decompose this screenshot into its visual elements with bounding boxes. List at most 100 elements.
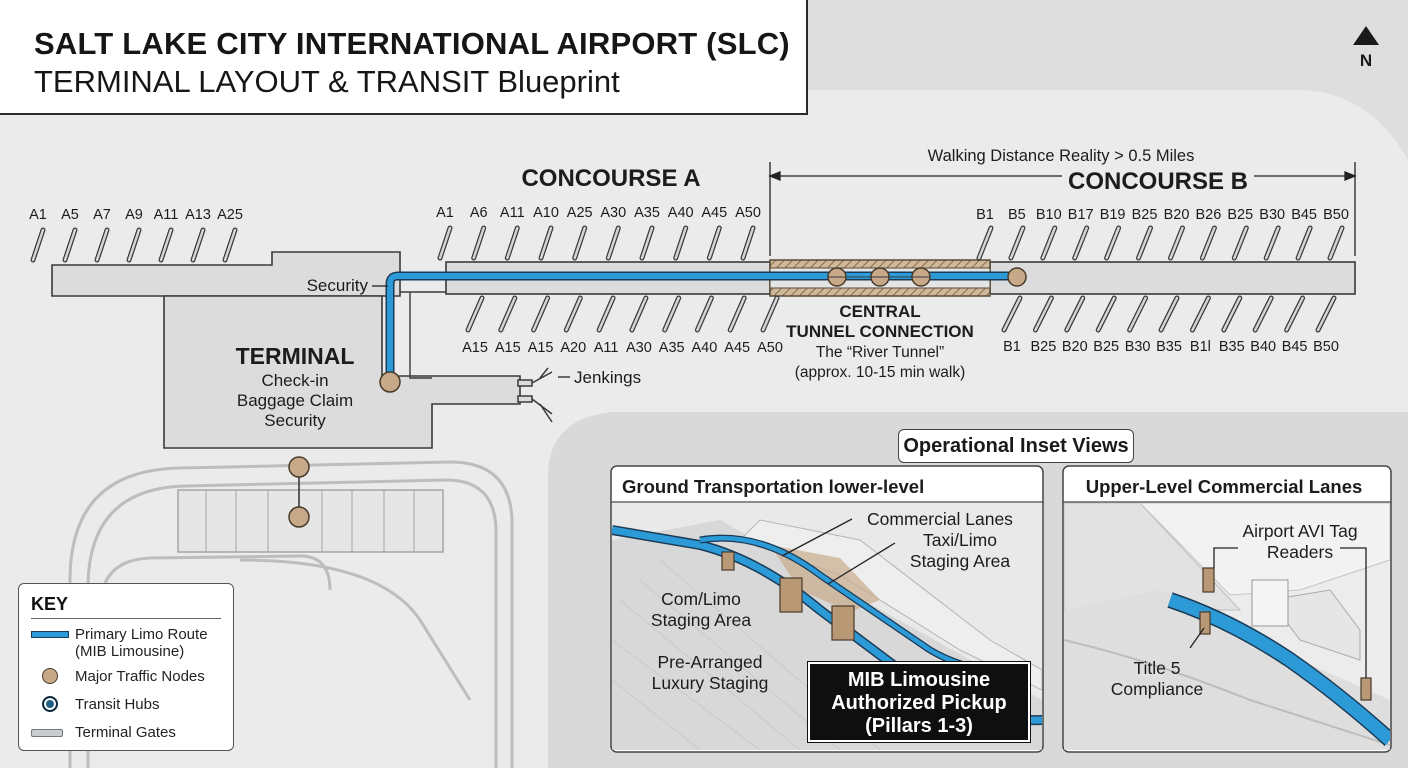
gate-b-south-jet-bridge-fill xyxy=(1128,296,1147,332)
gate-a-south-jet-bridge-fill xyxy=(663,296,680,332)
gate-b-south-label: B25 xyxy=(1030,339,1056,355)
gate-b-north-jet-bridge-fill xyxy=(977,226,993,260)
inset-ground-title: Ground Transportation lower-level xyxy=(622,476,924,497)
gate-b-south-label: B35 xyxy=(1219,339,1245,355)
terminal-node xyxy=(379,371,401,393)
gate-b-south-jet-bridge-fill xyxy=(1253,296,1273,332)
pickup-line-1: MIB Limousine xyxy=(847,669,991,691)
gate-b-north-jet-bridge-fill xyxy=(1073,226,1088,260)
gate-a-south-label: A35 xyxy=(659,340,685,356)
gate-west-label: A13 xyxy=(185,207,211,223)
gate-b-south-label: B30 xyxy=(1125,339,1151,355)
gate-a-north-label: A10 xyxy=(533,205,559,221)
gate-a-north-jet-bridge-fill xyxy=(640,226,654,260)
gate-b-south-label: B50 xyxy=(1313,339,1339,355)
gate-a-south-label: A15 xyxy=(462,340,488,356)
gate-b-south-jet-bridge-fill xyxy=(1034,296,1053,332)
gate-a-south-jet-bridge-fill xyxy=(728,296,746,332)
com-limo-label-2: Staging Area xyxy=(651,610,751,630)
title-block: SALT LAKE CITY INTERNATIONAL AIRPORT (SL… xyxy=(0,0,808,115)
pickup-line-2: Authorized Pickup xyxy=(831,692,1007,714)
gate-a-south-label: A20 xyxy=(560,340,586,356)
gate-b-south-jet-bridge-fill xyxy=(1002,296,1022,332)
tunnel-note: (approx. 10-15 min walk) xyxy=(795,364,966,381)
gate-west-jet-bridge-fill xyxy=(127,228,141,262)
traffic-node-icon xyxy=(42,668,58,684)
limo-route-swatch-icon xyxy=(31,631,69,638)
inset-views-header: Operational Inset Views xyxy=(898,429,1134,463)
gate-a-south-jet-bridge-fill xyxy=(466,296,484,332)
taxi-staging-label-2: Staging Area xyxy=(910,551,1010,571)
gate-a-south-jet-bridge-fill xyxy=(761,296,779,332)
north-compass: N xyxy=(1348,26,1384,76)
gate-b-south-label: B45 xyxy=(1282,339,1308,355)
walking-distance-label: Walking Distance Reality > 0.5 Miles xyxy=(928,147,1195,165)
gate-west-label: A7 xyxy=(93,207,111,223)
concourse-b-node xyxy=(1007,267,1027,287)
key-item-label: Transit Hubs xyxy=(75,696,160,713)
commercial-lanes-label: Commercial Lanes xyxy=(867,509,1013,529)
gate-b-north-label: B25 xyxy=(1132,207,1158,223)
tunnel-title-1: CENTRAL xyxy=(839,302,920,321)
gate-a-north-jet-bridge-fill xyxy=(674,226,687,260)
key-item-label: Primary Limo Route xyxy=(75,626,208,643)
jenkings-gates xyxy=(517,367,553,423)
gate-b-north-label: B50 xyxy=(1323,207,1349,223)
gate-b-north-label: B5 xyxy=(1008,207,1026,223)
gate-b-south-jet-bridge-fill xyxy=(1096,296,1116,332)
gate-b-south-label: B1 xyxy=(1003,339,1021,355)
gate-b-south-jet-bridge-fill xyxy=(1191,296,1210,332)
gate-west-label: A9 xyxy=(125,207,143,223)
parking-structure xyxy=(177,489,444,553)
background-shade-top xyxy=(808,0,1408,160)
gate-a-north-label: A1 xyxy=(436,205,454,221)
page-title: SALT LAKE CITY INTERNATIONAL AIRPORT (SL… xyxy=(34,26,790,61)
gate-b-south-jet-bridge-fill xyxy=(1159,296,1179,332)
garage-node-2 xyxy=(288,506,310,528)
key-item-label: Major Traffic Nodes xyxy=(75,668,205,685)
gate-b-north-jet-bridge-fill xyxy=(1041,226,1057,260)
gate-a-north-label: A25 xyxy=(567,205,593,221)
gate-b-south-label: B25 xyxy=(1093,339,1119,355)
primary-limo-route-fill xyxy=(387,273,1015,385)
gate-a-north-label: A50 xyxy=(735,205,761,221)
key-divider xyxy=(31,618,221,619)
gate-b-north-label: B20 xyxy=(1164,207,1190,223)
terminal-gate-icon xyxy=(31,729,63,737)
gate-west-label: A5 xyxy=(61,207,79,223)
gate-b-south-jet-bridge-fill xyxy=(1285,296,1304,332)
gate-a-south-jet-bridge-fill xyxy=(532,296,549,332)
mib-pickup-callout: MIB Limousine Authorized Pickup (Pillars… xyxy=(807,661,1031,743)
concourse-b-title: CONCOURSE B xyxy=(1068,168,1248,195)
gate-a-north-label: A6 xyxy=(470,205,488,221)
gate-b-south-label: B1l xyxy=(1190,339,1211,355)
gate-b-north-jet-bridge-fill xyxy=(1264,226,1280,260)
gate-b-north-jet-bridge-fill xyxy=(1105,226,1120,260)
gate-b-south-label: B35 xyxy=(1156,339,1182,355)
gate-west-jet-bridge-fill xyxy=(95,228,109,262)
gate-a-north-label: A11 xyxy=(500,205,525,221)
inset-upper-title: Upper-Level Commercial Lanes xyxy=(1086,476,1363,497)
gate-a-north-label: A30 xyxy=(600,205,626,221)
terminal-line-baggage: Baggage Claim xyxy=(237,391,353,410)
gate-a-north-jet-bridge-fill xyxy=(472,226,485,260)
key-title: KEY xyxy=(31,594,69,614)
title5-label-1: Title 5 xyxy=(1133,658,1180,678)
gate-a-south-jet-bridge-fill xyxy=(597,296,615,332)
north-label: N xyxy=(1359,51,1373,70)
gate-b-north-jet-bridge-fill xyxy=(1328,226,1344,260)
gate-b-north-jet-bridge-fill xyxy=(1009,226,1025,260)
terminal-buildings xyxy=(51,251,1356,449)
key-item-label-2: (MIB Limousine) xyxy=(75,643,185,660)
gate-b-north-label: B25 xyxy=(1227,207,1253,223)
pickup-line-3: (Pillars 1-3) xyxy=(865,715,973,737)
concourse-b-building xyxy=(989,261,1356,295)
gate-west-jet-bridge-fill xyxy=(31,228,45,262)
gate-b-south-label: B40 xyxy=(1250,339,1276,355)
title5-label-2: Compliance xyxy=(1111,679,1203,699)
terminal-building xyxy=(163,295,521,449)
gate-a-south-jet-bridge-fill xyxy=(499,296,517,332)
taxi-staging-label-1: Taxi/Limo xyxy=(923,530,997,550)
gate-b-north-jet-bridge-fill xyxy=(1296,226,1312,260)
